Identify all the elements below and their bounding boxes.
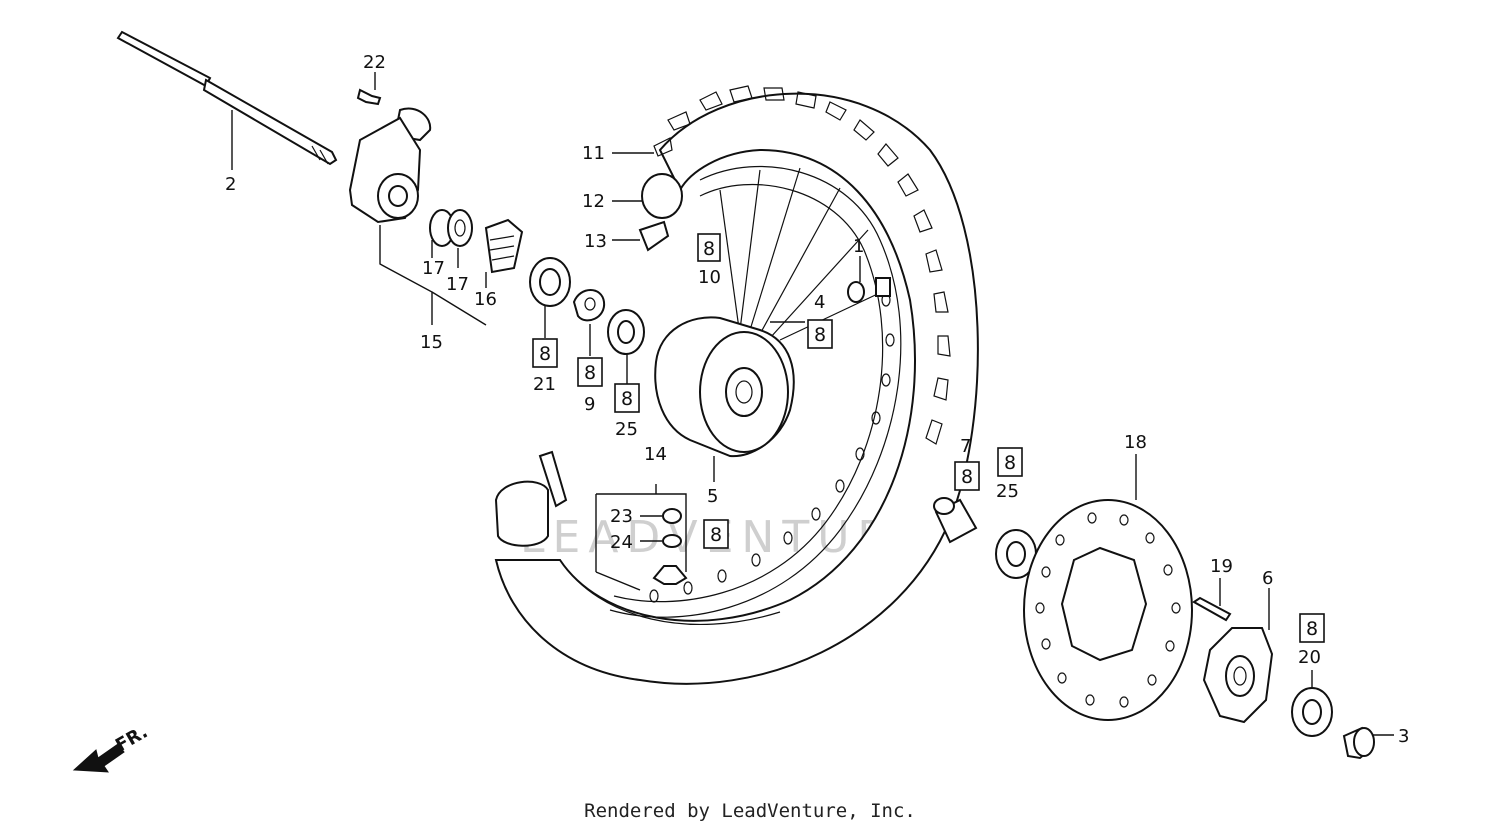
nipple-part[interactable]: [847, 277, 891, 303]
boxed-tag-21-text: 8: [539, 343, 551, 365]
valve-nut-part[interactable]: [652, 508, 688, 585]
tube-part[interactable]: [638, 173, 683, 252]
disc-holes: [1035, 512, 1181, 708]
footer-credit: Rendered by LeadVenture, Inc.: [584, 800, 916, 822]
bolt-part[interactable]: [1192, 596, 1232, 622]
boxed-tag-4-text: 8: [814, 324, 826, 346]
retainer-part[interactable]: [572, 289, 606, 322]
front-direction-arrow: FR.: [72, 721, 151, 773]
boxed-tag-25b: 8: [997, 447, 1023, 477]
callout-1: 1: [853, 236, 864, 257]
boxed-tags: 8 8 8 8 8 8 8 8: [532, 233, 1325, 643]
callout-3: 3: [1398, 726, 1409, 747]
boxed-tag-7-text: 8: [961, 466, 973, 488]
callout-4: 4: [814, 292, 825, 313]
callout-17b: 17: [446, 274, 469, 295]
callout-23: 23: [610, 506, 633, 527]
callout-9: 9: [584, 394, 595, 415]
wheel-assembly[interactable]: [494, 85, 979, 685]
tire-tread: [653, 85, 951, 445]
boxed-tag-21: 8: [532, 338, 558, 368]
callout-6: 6: [1262, 568, 1273, 589]
collar-part[interactable]: [933, 497, 978, 544]
washer-part[interactable]: [429, 209, 473, 247]
callout-10: 10: [698, 267, 721, 288]
callout-25b: 25: [996, 481, 1019, 502]
callout-12: 12: [582, 191, 605, 212]
boxed-tag-25b-text: 8: [1004, 452, 1016, 474]
boxed-tag-20-text: 8: [1306, 618, 1318, 640]
boxed-tag-20: 8: [1299, 613, 1325, 643]
boxed-tag-9: 8: [577, 357, 603, 387]
callout-18: 18: [1124, 432, 1147, 453]
callout-15: 15: [420, 332, 443, 353]
brake-disc-part[interactable]: [1023, 499, 1193, 721]
boxed-tag-10: 8: [697, 233, 721, 262]
callout-25a: 25: [615, 419, 638, 440]
bearing-right-part[interactable]: [995, 529, 1037, 579]
callout-20: 20: [1298, 647, 1321, 668]
boxed-tag-5-text: 8: [710, 524, 722, 546]
boxed-tag-4: 8: [807, 319, 833, 349]
boxed-tag-7: 8: [954, 461, 980, 491]
rim-spoke-holes: [649, 293, 895, 603]
boxed-tag-25a: 8: [614, 383, 640, 413]
bearing-21-part[interactable]: [529, 257, 571, 307]
side-collar-part[interactable]: [1342, 726, 1375, 760]
boxed-tag-5: 8: [703, 519, 729, 549]
callout-17a: 17: [422, 258, 445, 279]
callout-21: 21: [533, 374, 556, 395]
speedometer-gearbox-part[interactable]: [348, 88, 432, 224]
callout-5: 5: [707, 486, 718, 507]
callout-16: 16: [474, 289, 497, 310]
callout-19: 19: [1210, 556, 1233, 577]
callout-11: 11: [582, 143, 605, 164]
callout-24: 24: [610, 532, 633, 553]
callout-14: 14: [644, 444, 667, 465]
speedometer-gear-part[interactable]: [484, 218, 524, 274]
boxed-tag-25a-text: 8: [621, 388, 633, 410]
callout-7: 7: [960, 436, 971, 457]
boxed-tag-10-text: 8: [703, 238, 715, 260]
bearing-25-part[interactable]: [607, 309, 645, 355]
axle-part[interactable]: [116, 30, 338, 166]
callout-22: 22: [363, 52, 386, 73]
disc-hub-part[interactable]: [1202, 627, 1274, 724]
callout-13: 13: [584, 231, 607, 252]
rim-band-part[interactable]: [494, 450, 781, 626]
callout-2: 2: [225, 174, 236, 195]
callout-labels: 2 22 17 17 16 15 21 9 25 11 12 13 10 1 4…: [225, 52, 1409, 747]
dust-seal-part[interactable]: [1291, 687, 1333, 737]
spokes: [719, 167, 887, 341]
leader-lines: [231, 72, 1394, 736]
boxed-tag-9-text: 8: [584, 362, 596, 384]
